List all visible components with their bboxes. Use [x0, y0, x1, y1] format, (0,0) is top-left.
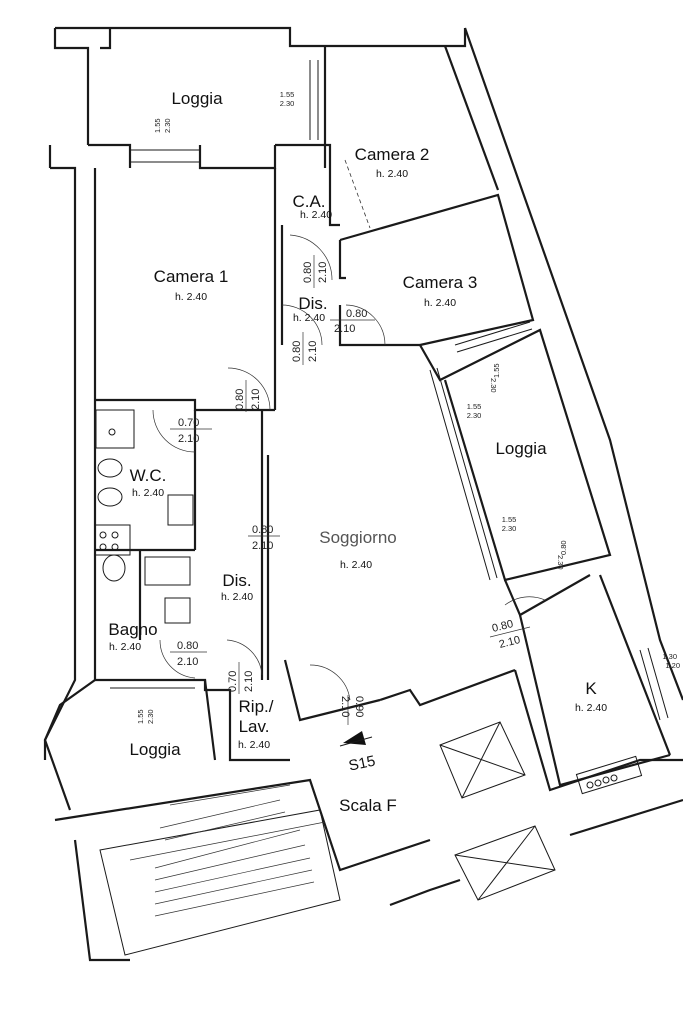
door-width: 0.80 [559, 540, 568, 555]
stairwell [99, 721, 556, 956]
door-height: 2.10 [498, 634, 522, 651]
room-name: Dis. [298, 294, 327, 313]
door-swings [152, 159, 546, 701]
window-width: 1.55 [467, 402, 482, 411]
room-name: K [585, 679, 597, 698]
door-dim-k: 0.80 2.10 [489, 618, 531, 651]
door-width: 0.80 [177, 640, 198, 652]
door-width: 0.80 [234, 389, 246, 410]
room-height: h. 2.40 [376, 168, 408, 180]
door-dim-loggia-r: 0.80 2.30 [556, 540, 568, 569]
room-loggia-bottom: Loggia 1.55 2.30 [129, 709, 181, 759]
room-name: Scala F [339, 796, 397, 815]
window-width: 1.55 [492, 363, 501, 378]
door-dim-ca: 0.80 2.10 [302, 255, 329, 288]
room-camera-1: Camera 1 h. 2.40 [154, 267, 229, 303]
room-height: h. 2.40 [221, 591, 253, 603]
room-soggiorno: Soggiorno h. 2.40 [319, 528, 397, 571]
room-dis-mid: Dis. h. 2.40 [221, 571, 253, 603]
door-width: 0.70 [178, 417, 199, 429]
room-height: h. 2.40 [293, 312, 325, 324]
door-height: 2.10 [252, 540, 273, 552]
window-width: 1.55 [280, 90, 295, 99]
room-height: h. 2.40 [132, 487, 164, 499]
room-loggia-right: Loggia 1.55 2.30 1.55 2.30 1.55 2.30 [467, 363, 547, 533]
room-height: h. 2.40 [340, 559, 372, 571]
door-height: 2.10 [243, 671, 255, 692]
windows [110, 60, 669, 721]
door-height: 2.10 [178, 433, 199, 445]
room-rip-lav: Rip./ Lav. h. 2.40 [238, 697, 274, 751]
window-height: 2.30 [502, 524, 517, 533]
door-dim-rip: 0.70 2.10 [227, 662, 255, 694]
room-height: h. 2.40 [575, 702, 607, 714]
room-name: Camera 3 [403, 273, 478, 292]
fixtures [94, 409, 643, 795]
room-height: h. 2.40 [424, 297, 456, 309]
room-height: h. 2.40 [300, 209, 332, 221]
room-loggia-top: Loggia 1.55 2.30 1.55 2.30 [153, 89, 294, 133]
door-width: 0.80 [491, 618, 515, 635]
door-width: 0.80 [346, 308, 367, 320]
room-name: Bagno [108, 620, 157, 639]
door-width: 0.70 [227, 671, 239, 692]
door-dim-dis: 0.80 2.10 [291, 332, 319, 365]
door-width: 0.80 [252, 524, 273, 536]
door-width: 0.90 [353, 696, 365, 717]
room-name: C.A. [292, 192, 325, 211]
door-dim-entry: 2.10 0.90 [339, 695, 365, 725]
door-dims: 0.80 2.10 0.80 2.10 0.80 2.10 0.80 2.10 … [170, 255, 568, 725]
door-height: 2.10 [177, 656, 198, 668]
room-name: Soggiorno [319, 528, 397, 547]
room-height: h. 2.40 [109, 641, 141, 653]
door-width: 0.80 [291, 341, 303, 362]
door-height: 2.10 [307, 341, 319, 362]
room-camera-2: Camera 2 h. 2.40 [355, 145, 430, 180]
room-name: W.C. [130, 466, 167, 485]
room-name: Dis. [222, 571, 251, 590]
room-wc: W.C. h. 2.40 [130, 466, 167, 499]
marker-arrow-icon [343, 731, 366, 745]
window-height: 2.30 [489, 378, 498, 393]
door-height: 2.10 [334, 323, 355, 335]
window-height: 2.30 [467, 411, 482, 420]
room-name: Rip./ [239, 697, 274, 716]
section-marker: S15 [339, 731, 377, 775]
room-name: Camera 2 [355, 145, 430, 164]
door-dim-wc: 0.70 2.10 [170, 417, 212, 445]
door-width: 0.80 [302, 262, 314, 283]
door-height: 2.10 [250, 389, 262, 410]
window-width: 1.55 [153, 118, 162, 133]
room-name: Loggia [171, 89, 223, 108]
room-name: Loggia [495, 439, 547, 458]
room-ca: C.A. h. 2.40 [292, 192, 332, 221]
room-name-2: Lav. [239, 717, 270, 736]
room-scala: Scala F [339, 796, 397, 815]
window-height: 1.20 [665, 661, 680, 670]
room-height: h. 2.40 [238, 739, 270, 751]
window-width: 1.30 [662, 652, 677, 661]
room-height: h. 2.40 [175, 291, 207, 303]
door-height: 2.10 [339, 696, 351, 717]
marker-label: S15 [347, 753, 377, 775]
window-height: 2.30 [280, 99, 295, 108]
window-width: 1.55 [502, 515, 517, 524]
door-dim-sogg: 0.80 2.10 [248, 524, 280, 552]
room-camera-3: Camera 3 h. 2.40 [403, 273, 478, 309]
room-name: Loggia [129, 740, 181, 759]
window-height: 2.30 [163, 118, 172, 133]
door-dim-bagno: 0.80 2.10 [170, 640, 207, 668]
door-height: 2.30 [556, 555, 565, 570]
room-bagno: Bagno h. 2.40 [108, 620, 157, 653]
room-k: K h. 2.40 1.30 1.20 [575, 652, 680, 714]
window-height: 2.30 [146, 709, 155, 724]
door-height: 2.10 [317, 262, 329, 283]
door-dim-cam1: 0.80 2.10 [234, 380, 262, 412]
room-name: Camera 1 [154, 267, 229, 286]
room-dis-top: Dis. h. 2.40 [293, 294, 328, 324]
window-width: 1.55 [136, 709, 145, 724]
door-dim-cam3: 0.80 2.10 [330, 308, 375, 335]
